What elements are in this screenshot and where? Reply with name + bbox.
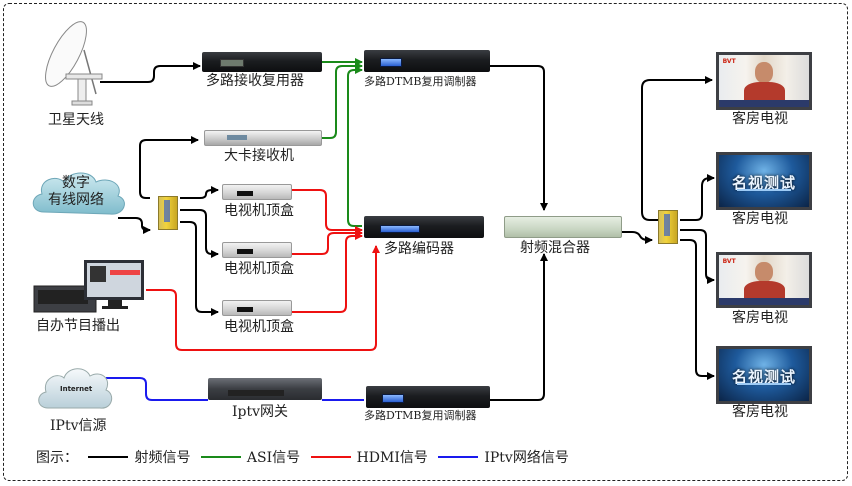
right-rf-splitter-icon <box>658 210 678 244</box>
label-stb-2: 电视机顶盒 <box>224 261 294 277</box>
wire-splitter-to-tv4 <box>680 239 715 380</box>
label-multi-encoder: 多路编码器 <box>384 241 454 257</box>
room-tv-3-screen[interactable]: BVT <box>716 252 812 308</box>
legend: 图示： 射频信号 ASI信号 HDMI信号 IPtv网络信号 <box>36 447 569 467</box>
label-stb-3: 电视机顶盒 <box>224 319 294 335</box>
label-room-tv-3: 客房电视 <box>732 310 788 326</box>
wire-antenna-to-receiver <box>100 62 201 83</box>
digital-cable-cloud-icon <box>32 172 125 215</box>
wire-splitter-to-stb2 <box>180 209 219 258</box>
legend-line-hdmi <box>310 456 351 458</box>
legend-label-rf: 射频信号 <box>134 450 191 466</box>
legend-label-asi: ASI信号 <box>246 450 301 466</box>
stb-1-device[interactable] <box>222 184 292 200</box>
dtmb-mux-modulator-top-device[interactable] <box>364 50 490 72</box>
label-dtmb-mux-modulator-top: 多路DTMB复用调制器 <box>364 75 477 88</box>
multi-encoder-device[interactable] <box>364 216 484 238</box>
label-room-tv-4: 客房电视 <box>732 404 788 420</box>
label-big-card-receiver: 大卡接收机 <box>224 148 294 164</box>
wire-splitter-to-tv3 <box>680 229 715 284</box>
wire-dtmb-bottom-to-combiner <box>490 253 548 401</box>
wire-combiner-to-splitter <box>622 231 653 244</box>
big-card-receiver-device[interactable] <box>204 130 322 146</box>
label-stb-1: 电视机顶盒 <box>224 203 294 219</box>
wire-stb2-to-encoder <box>290 229 363 255</box>
wire-cloud-to-splitter <box>118 217 151 234</box>
wire-stb3-to-encoder <box>290 232 363 313</box>
tv-channel-logo: BVT <box>722 58 736 66</box>
legend-title: 图示： <box>36 450 78 466</box>
label-iptv-source: IPtv信源 <box>50 418 107 434</box>
label-multi-receiver-mux: 多路接收复用器 <box>206 73 304 89</box>
satellite-antenna-icon <box>45 21 103 106</box>
iptv-gateway-device[interactable] <box>208 378 322 400</box>
wire-splitter-to-stb3 <box>180 221 219 316</box>
tv-news-title: 名视测试 <box>731 367 796 386</box>
wire-broadcast-to-encoder <box>146 245 380 351</box>
wire-splitter-to-tv2 <box>680 174 715 221</box>
wire-bigcard-to-dtmb <box>322 62 363 139</box>
label-self-broadcast: 自办节目播出 <box>36 318 120 334</box>
room-tv-1-screen[interactable]: BVT <box>716 52 812 110</box>
multi-receiver-mux-device[interactable] <box>202 52 322 72</box>
rf-combiner-device[interactable] <box>504 216 622 238</box>
legend-line-iptv <box>438 456 479 458</box>
internet-cloud-icon <box>38 368 113 409</box>
label-dtmb-mux-modulator-bottom: 多路DTMB复用调制器 <box>364 409 477 422</box>
label-cable-line2: 有线网络 <box>48 192 104 208</box>
wire-splitter-to-stb1 <box>180 186 219 199</box>
legend-line-asi <box>200 456 241 458</box>
label-internet: Internet <box>60 385 93 393</box>
legend-label-iptv: IPtv网络信号 <box>484 450 569 466</box>
self-broadcast-workstation-icon <box>33 260 144 313</box>
wire-cable-to-bigcard <box>139 136 199 199</box>
label-room-tv-1: 客房电视 <box>732 111 788 127</box>
legend-label-hdmi: HDMI信号 <box>356 450 428 466</box>
room-tv-2-screen[interactable]: 名视测试 <box>716 152 812 210</box>
room-tv-4-screen[interactable]: 名视测试 <box>716 346 812 404</box>
label-satellite-antenna: 卫星天线 <box>48 112 104 128</box>
label-room-tv-2: 客房电视 <box>732 211 788 227</box>
diagram-frame <box>3 3 848 481</box>
wire-encoder-to-dtmb <box>347 66 363 227</box>
tv-news-title: 名视测试 <box>731 173 796 192</box>
label-rf-combiner: 射频混合器 <box>520 240 590 256</box>
dtmb-mux-modulator-bottom-device[interactable] <box>366 386 490 408</box>
stb-2-device[interactable] <box>222 242 292 258</box>
left-rf-splitter-icon <box>158 196 178 230</box>
label-iptv-gateway: Iptv网关 <box>232 404 289 420</box>
wire-internet-to-gateway <box>106 377 208 401</box>
tv-channel-logo: BVT <box>722 258 736 265</box>
wire-stb1-to-encoder <box>290 189 363 234</box>
legend-line-rf <box>88 456 129 458</box>
wire-dtmb-top-to-combiner <box>490 65 548 211</box>
label-cable-line1: 数字 <box>62 175 90 191</box>
wire-splitter-to-tv1 <box>641 76 713 221</box>
stb-3-device[interactable] <box>222 300 292 316</box>
